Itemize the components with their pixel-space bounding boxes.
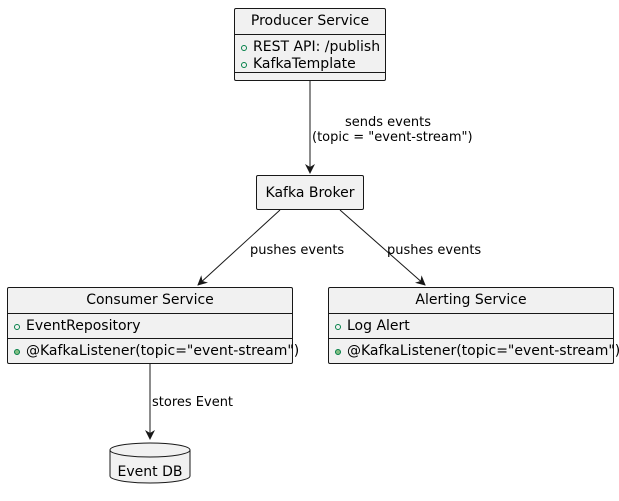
consumer-field: EventRepository xyxy=(14,318,292,335)
producer-service-node[interactable]: Producer Service REST API: /publish Kafk… xyxy=(234,8,386,81)
producer-service-title: Producer Service xyxy=(235,9,385,35)
kafka-broker-title: Kafka Broker xyxy=(265,185,355,201)
public-visibility-icon xyxy=(241,61,247,68)
producer-member: KafkaTemplate xyxy=(241,56,385,73)
producer-members: REST API: /publish KafkaTemplate xyxy=(235,35,385,73)
public-visibility-icon xyxy=(241,44,247,51)
producer-member-label: REST API: /publish xyxy=(253,39,381,55)
alerting-method: @KafkaListener(topic="event-stream") xyxy=(335,343,619,360)
alerting-field-label: Log Alert xyxy=(347,318,410,334)
consumer-method: @KafkaListener(topic="event-stream") xyxy=(14,343,299,360)
public-visibility-icon xyxy=(14,323,20,330)
consumer-service-title: Consumer Service xyxy=(8,288,292,314)
kafka-broker-node[interactable]: Kafka Broker xyxy=(256,175,364,210)
edge-label-pushes-consumer: pushes events xyxy=(250,243,345,258)
edge-label-pushes-alerting: pushes events xyxy=(387,243,482,258)
alerting-methods: @KafkaListener(topic="event-stream") xyxy=(329,339,619,363)
public-visibility-icon xyxy=(335,323,341,330)
public-method-icon xyxy=(335,348,341,355)
edge-broker-to-alerting xyxy=(339,209,426,286)
consumer-method-label: @KafkaListener(topic="event-stream") xyxy=(26,343,300,359)
consumer-service-node[interactable]: Consumer Service EventRepository @KafkaL… xyxy=(7,287,299,364)
producer-methods xyxy=(235,73,385,80)
producer-member: REST API: /publish xyxy=(241,39,385,56)
edge-broker-to-consumer xyxy=(197,209,281,286)
alerting-service-title: Alerting Service xyxy=(329,288,613,314)
edge-label-sends-events: sends events (topic = "event-stream") xyxy=(312,115,473,145)
consumer-field-label: EventRepository xyxy=(26,318,141,334)
alerting-service-node[interactable]: Alerting Service Log Alert @KafkaListene… xyxy=(328,287,619,364)
producer-member-label: KafkaTemplate xyxy=(253,56,356,72)
public-method-icon xyxy=(14,348,20,355)
consumer-methods: @KafkaListener(topic="event-stream") xyxy=(8,339,299,363)
event-db-cylinder xyxy=(109,442,191,484)
edge-label-stores-event: stores Event xyxy=(152,395,234,410)
edge-label-line: sends events xyxy=(345,115,431,130)
edge-label-line: (topic = "event-stream") xyxy=(312,130,473,145)
event-db-label[interactable]: Event DB xyxy=(117,464,183,480)
alerting-field: Log Alert xyxy=(335,318,613,335)
alerting-method-label: @KafkaListener(topic="event-stream") xyxy=(347,343,619,359)
consumer-fields: EventRepository xyxy=(8,314,292,339)
alerting-fields: Log Alert xyxy=(329,314,613,339)
